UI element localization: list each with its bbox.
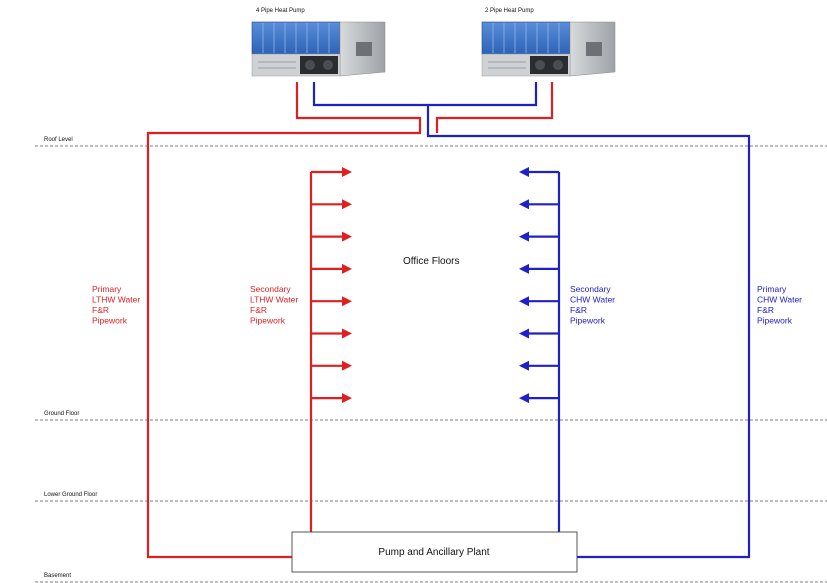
chw-branch-arrowhead [519,167,529,177]
primary-lthw-label: Primary LTHW Water F&R Pipework [92,284,143,326]
two-pipe-heat-pump-unit [482,22,615,76]
floor-lines [35,146,827,582]
ground-floor-label: Ground Floor [44,411,79,417]
basement-label: Basement [44,573,71,579]
chw-branch-arrowhead [519,232,529,242]
secondary-lthw-branches [311,167,352,403]
lthw-branch-arrowhead [342,329,352,339]
primary-chw-pipework [314,82,749,557]
secondary-chw-branches [519,167,559,403]
lthw-branch-arrowhead [342,264,352,274]
secondary-lthw-label: Secondary LTHW Water F&R Pipework [250,284,301,326]
pump-ancillary-plant-label: Pump and Ancillary Plant [378,547,489,558]
primary-lthw-pipework [148,82,552,557]
lthw-branch-arrowhead [342,361,352,371]
chw-branch-arrowhead [519,393,529,403]
lthw-branch-arrowhead [342,296,352,306]
primary-chw-label: Primary CHW Water F&R Pipework [757,284,804,326]
lthw-branch-arrowhead [342,167,352,177]
chw-branch-arrowhead [519,264,529,274]
lower-ground-floor-label: Lower Ground Floor [44,492,97,498]
chw-branch-arrowhead [519,329,529,339]
two-pipe-heat-pump-label: 2 Pipe Heat Pump [485,8,534,14]
chw-branch-arrowhead [519,296,529,306]
chw-branch-arrowhead [519,199,529,209]
four-pipe-heat-pump-unit [252,22,385,76]
secondary-chw-label: Secondary CHW Water F&R Pipework [570,284,617,326]
lthw-branch-arrowhead [342,393,352,403]
pump-ancillary-plant-box: Pump and Ancillary Plant [292,532,577,572]
office-floors-label: Office Floors [403,256,460,267]
four-pipe-heat-pump-label: 4 Pipe Heat Pump [256,8,305,14]
roof-level-label: Roof Level [44,137,73,143]
lthw-branch-arrowhead [342,199,352,209]
lthw-branch-arrowhead [342,232,352,242]
chw-branch-arrowhead [519,361,529,371]
